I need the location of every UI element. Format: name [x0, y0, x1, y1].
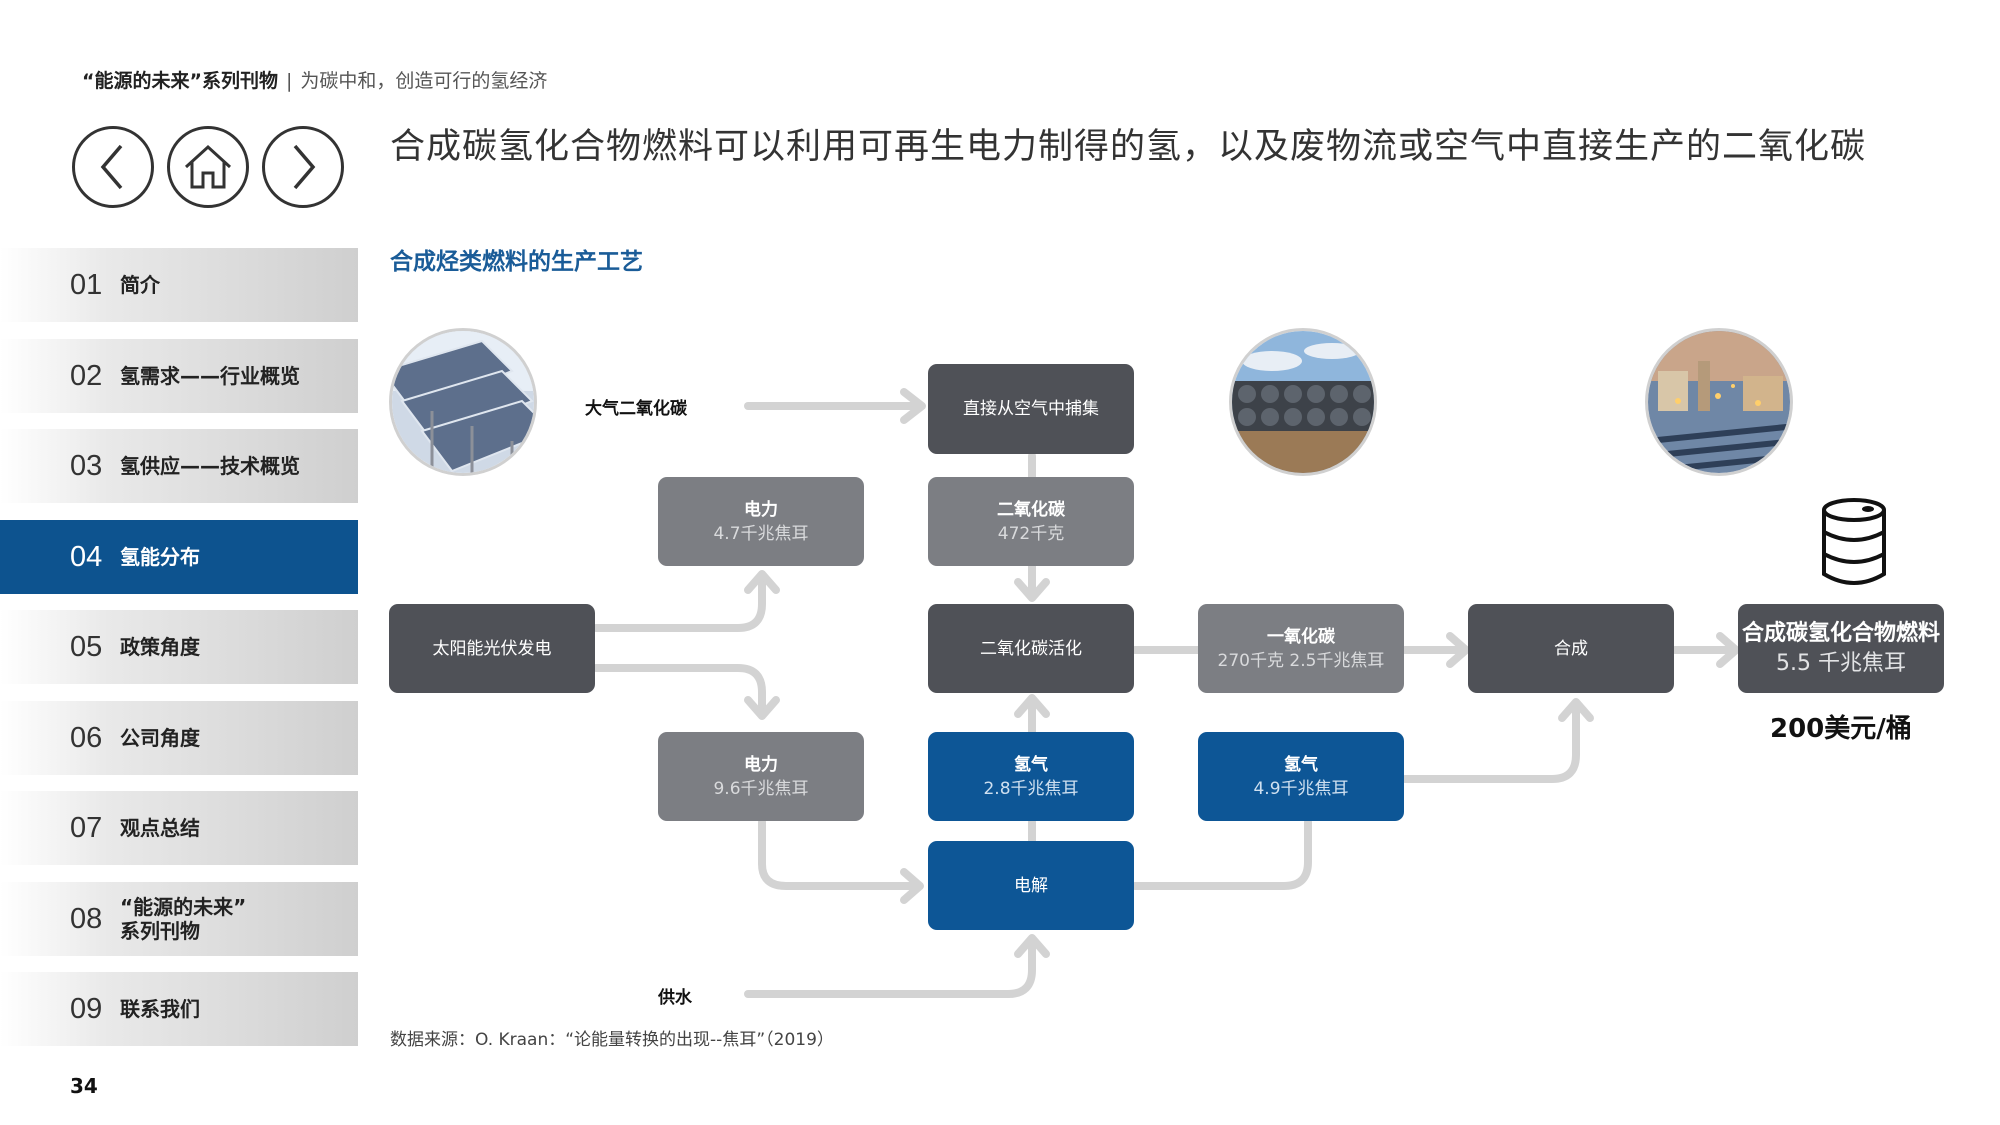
sidebar-item-supply[interactable]: 03 氢供应——技术概览 — [0, 429, 358, 503]
box-solar-pv: 太阳能光伏发电 — [389, 604, 595, 693]
sidebar-item-summary[interactable]: 07 观点总结 — [0, 791, 358, 865]
sidebar-item-label: 氢需求——行业概览 — [120, 364, 300, 388]
box-value: 2.8千兆焦耳 — [983, 778, 1079, 799]
arrowhead — [744, 570, 780, 594]
arrow-solar-to-power1 — [592, 574, 766, 632]
arrowhead — [1558, 698, 1594, 722]
box-value: 4.9千兆焦耳 — [1253, 778, 1349, 799]
sidebar-item-label: 观点总结 — [120, 816, 200, 840]
arrow-water-to-electrolysis — [744, 938, 1036, 998]
input-atmospheric-co2: 大气二氧化碳 — [585, 399, 687, 419]
diagram-title: 合成烃类燃料的生产工艺 — [390, 249, 643, 275]
sidebar-item-label-line1: “能源的未来” — [120, 895, 247, 919]
sidebar-item-label: 氢能分布 — [120, 545, 200, 569]
arrow-solar-to-power2 — [592, 664, 766, 716]
refinery-photo — [1645, 328, 1793, 476]
sidebar-item-intro[interactable]: 01 简介 — [0, 248, 358, 322]
sidebar-item-number: 04 — [70, 540, 103, 573]
box-power-electrolysis: 电力 9.6千兆焦耳 — [658, 732, 864, 821]
sidebar-item-number: 02 — [70, 359, 103, 392]
page-heading: 合成碳氢化合物燃料可以利用可再生电力制得的氢，以及废物流或空气中直接生产的二氧化… — [390, 127, 1867, 167]
sidebar-item-number: 03 — [70, 449, 103, 482]
page-number: 34 — [70, 1074, 98, 1098]
sidebar-item-label: “能源的未来” 系列刊物 — [120, 895, 246, 943]
barrel-icon — [1822, 498, 1886, 585]
data-source: 数据来源：O. Kraan：“论能量转换的出现--焦耳”（2019） — [390, 1030, 834, 1050]
header-separator: | — [285, 70, 293, 92]
sidebar-item-number: 06 — [70, 721, 103, 754]
chevron-left-icon — [100, 144, 123, 190]
box-title: 氢气 — [1284, 754, 1318, 775]
arrowhead — [900, 868, 924, 904]
home-icon — [184, 144, 232, 189]
arrowhead — [1446, 632, 1470, 668]
box-carbon-monoxide: 一氧化碳 270千克 2.5千兆焦耳 — [1198, 604, 1404, 693]
sidebar-item-number: 09 — [70, 992, 103, 1025]
series-subtitle: 为碳中和，创造可行的氢经济 — [300, 70, 548, 92]
input-water-supply: 供水 — [658, 988, 692, 1008]
box-value: 472千克 — [997, 523, 1065, 544]
back-button[interactable] — [72, 126, 154, 208]
box-hydrogen-synthesis: 氢气 4.9千兆焦耳 — [1198, 732, 1404, 821]
box-value: 9.6千兆焦耳 — [713, 778, 809, 799]
sidebar-item-label-line2: 系列刊物 — [120, 919, 200, 943]
box-co2: 二氧化碳 472千克 — [928, 477, 1134, 566]
sidebar-item-label: 联系我们 — [120, 997, 200, 1021]
series-header: “能源的未来”系列刊物 | 为碳中和，创造可行的氢经济 — [82, 66, 547, 93]
box-title: 电力 — [744, 754, 778, 775]
sidebar-item-label: 简介 — [120, 273, 160, 297]
box-label: 合成 — [1554, 638, 1588, 659]
arrowhead — [1014, 934, 1050, 958]
sidebar-item-number: 08 — [70, 902, 103, 935]
box-label: 二氧化碳活化 — [980, 638, 1082, 659]
box-synthesis: 合成 — [1468, 604, 1674, 693]
arrowhead — [1014, 694, 1050, 718]
sidebar-item-label: 氢供应——技术概览 — [120, 454, 300, 478]
arrow-electrolysis-to-h2b — [1131, 818, 1312, 890]
sidebar-item-series[interactable]: 08 “能源的未来” 系列刊物 — [0, 882, 358, 956]
box-title: 电力 — [744, 499, 778, 520]
box-hydrogen-activation: 氢气 2.8千兆焦耳 — [928, 732, 1134, 821]
solar-panels-photo — [389, 328, 537, 476]
box-label: 直接从空气中捕集 — [963, 399, 1099, 419]
box-label: 电解 — [1014, 875, 1048, 896]
arrowhead — [744, 696, 780, 720]
arrow-power2-to-electrolysis — [758, 818, 920, 890]
arrow-h2b-to-synthesis — [1401, 702, 1580, 783]
fuel-price: 200美元/桶 — [1770, 714, 1912, 744]
box-label: 太阳能光伏发电 — [432, 638, 552, 659]
sidebar-item-contact[interactable]: 09 联系我们 — [0, 972, 358, 1046]
box-title: 氢气 — [1014, 754, 1048, 775]
box-value: 5.5 千兆焦耳 — [1776, 650, 1906, 676]
box-electrolysis: 电解 — [928, 841, 1134, 930]
box-title: 一氧化碳 — [1267, 626, 1335, 647]
sidebar-item-distribution[interactable]: 04 氢能分布 — [0, 520, 358, 594]
sidebar-item-company[interactable]: 06 公司角度 — [0, 701, 358, 775]
forward-button[interactable] — [262, 126, 344, 208]
box-title: 合成碳氢化合物燃料 — [1741, 620, 1940, 646]
box-power-solar: 电力 4.7千兆焦耳 — [658, 477, 864, 566]
box-title: 二氧化碳 — [997, 499, 1065, 520]
sidebar-item-label: 政策角度 — [120, 635, 200, 659]
sidebar-item-demand[interactable]: 02 氢需求——行业概览 — [0, 339, 358, 413]
chevron-right-icon — [293, 144, 316, 190]
sidebar-item-number: 07 — [70, 811, 103, 844]
box-value: 4.7千兆焦耳 — [713, 523, 809, 544]
arrowhead — [900, 388, 926, 424]
direct-air-capture-photo — [1229, 328, 1377, 476]
box-co2-activation: 二氧化碳活化 — [928, 604, 1134, 693]
arrowhead — [1014, 578, 1050, 602]
box-value: 270千克 2.5千兆焦耳 — [1217, 650, 1385, 671]
home-button[interactable] — [167, 126, 249, 208]
box-direct-air-capture: 直接从空气中捕集 — [928, 364, 1134, 454]
box-synthetic-fuel: 合成碳氢化合物燃料 5.5 千兆焦耳 — [1738, 604, 1944, 693]
series-name: “能源的未来”系列刊物 — [82, 70, 278, 92]
arrowhead — [1716, 632, 1740, 668]
sidebar-item-label: 公司角度 — [120, 726, 200, 750]
sidebar-item-number: 01 — [70, 268, 103, 301]
sidebar-item-policy[interactable]: 05 政策角度 — [0, 610, 358, 684]
sidebar-item-number: 05 — [70, 630, 103, 663]
